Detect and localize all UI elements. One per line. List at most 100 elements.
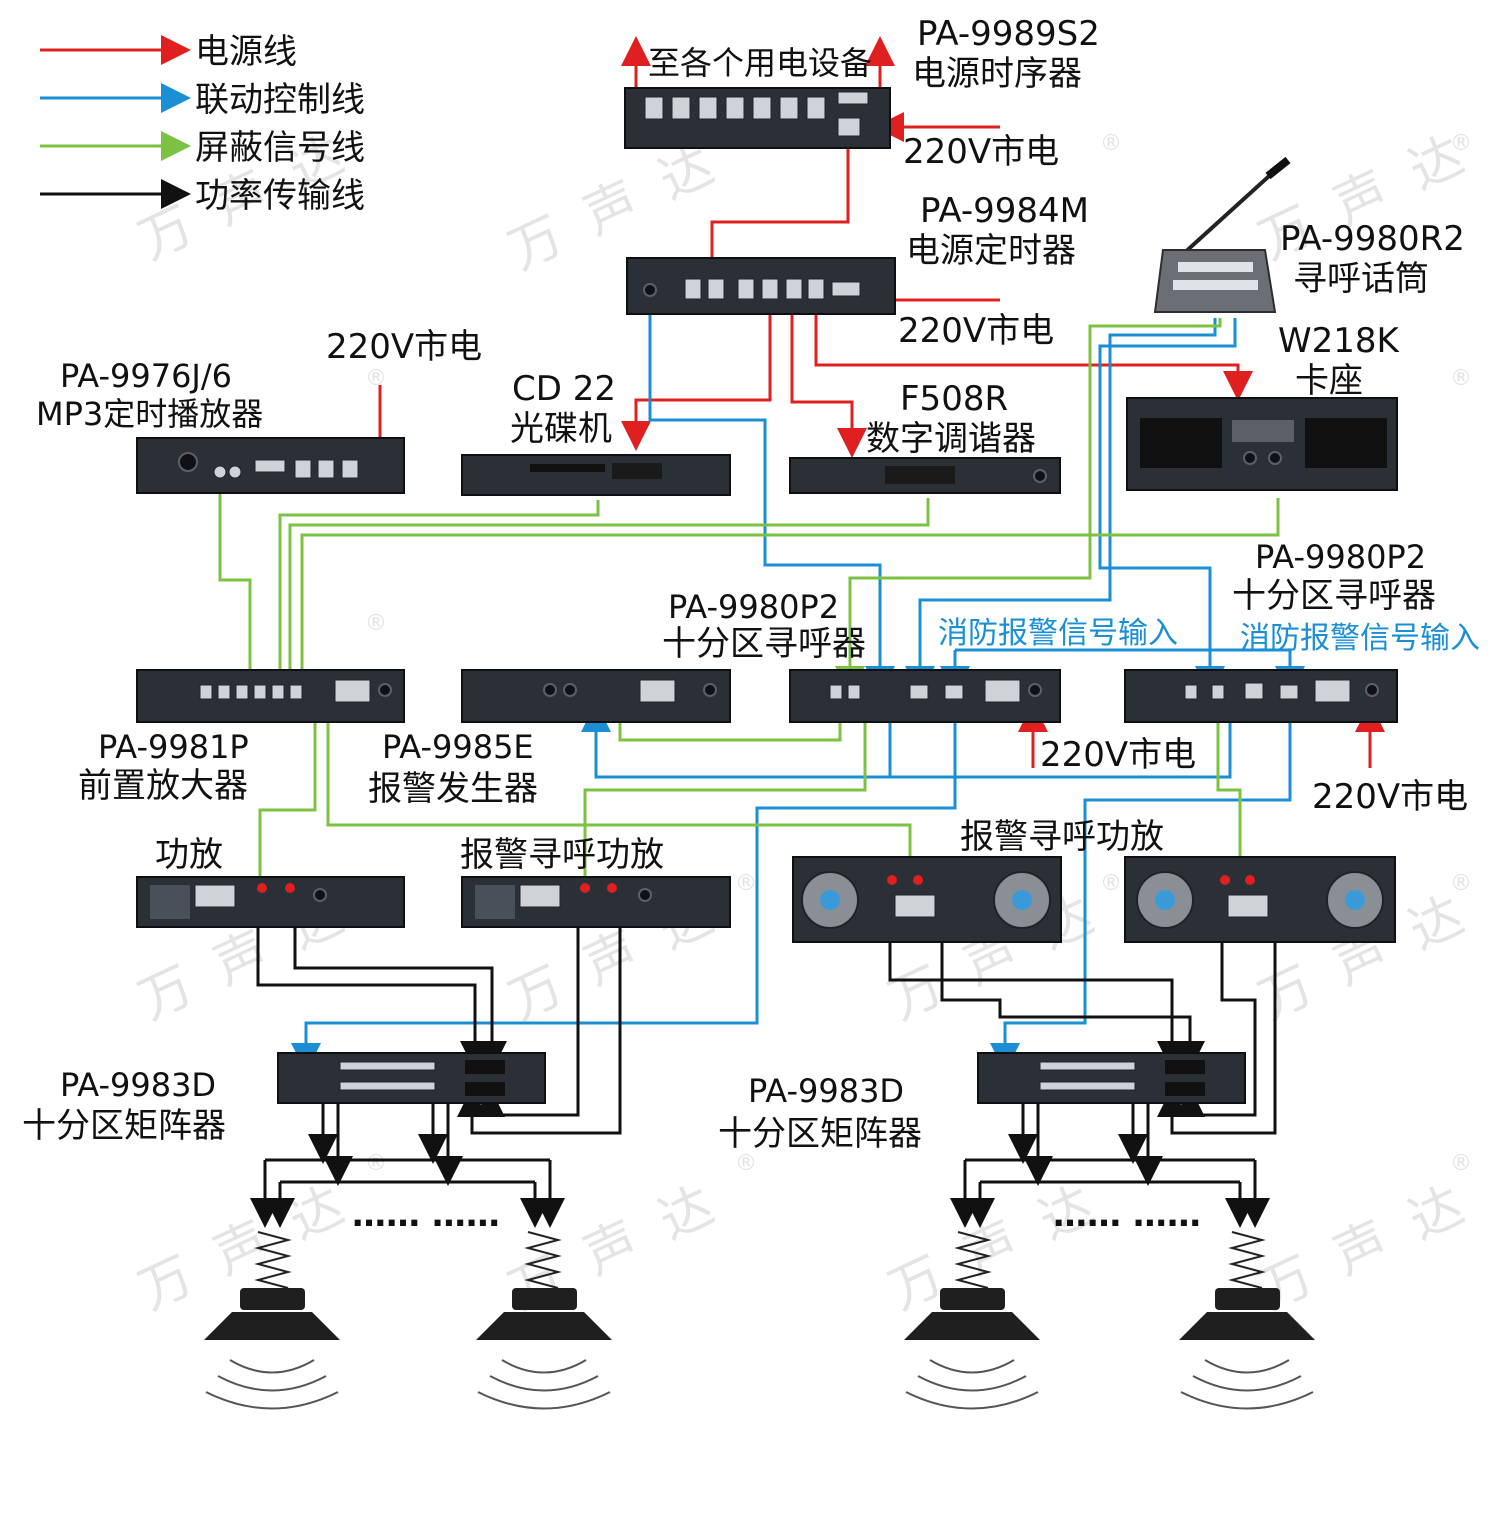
wire-signal <box>287 498 1280 701</box>
speaker <box>476 1231 612 1410</box>
outlet <box>707 278 725 300</box>
speaker-spring <box>254 1231 292 1289</box>
wire-control <box>1098 318 1237 696</box>
watermark-reg: ® <box>1450 131 1472 156</box>
knob <box>313 888 327 902</box>
display <box>612 463 662 479</box>
speaker-cap <box>1215 1288 1280 1310</box>
outlet <box>807 278 825 300</box>
legend-label-control: 联动控制线 <box>195 80 365 120</box>
outlet <box>806 96 826 120</box>
knob <box>638 888 652 902</box>
speaker-cone <box>476 1312 612 1340</box>
disc-tray <box>530 464 605 472</box>
cd-name: 光碟机 <box>510 409 612 449</box>
input-block <box>465 1082 505 1096</box>
speaker-terminal <box>580 883 590 893</box>
wire-signal <box>835 318 1222 696</box>
input-jack <box>1211 684 1225 700</box>
wire-power <box>790 300 867 458</box>
input-jack <box>847 684 861 700</box>
input-jack <box>217 684 231 700</box>
outlet <box>779 96 799 120</box>
ellipsis-left: …… …… <box>352 1195 500 1235</box>
label-plate <box>984 679 1021 703</box>
device-matrix-left <box>277 1052 546 1104</box>
mic-head <box>1265 156 1291 180</box>
matrix-right-model: PA-9983D <box>748 1072 904 1110</box>
matrix-right-name: 十分区矩阵器 <box>718 1114 922 1154</box>
sound-wave-icon <box>501 1359 587 1374</box>
speaker-terminal <box>913 875 923 885</box>
outlet <box>785 278 803 300</box>
speaker <box>904 1231 1040 1410</box>
watermark-char: 达 <box>650 1175 722 1251</box>
control-port <box>944 684 964 700</box>
terminal-strip <box>339 1081 436 1091</box>
wire-control <box>291 712 957 1073</box>
power-inlet <box>837 117 861 137</box>
speaker-terminal <box>257 883 267 893</box>
label-plate <box>894 894 936 918</box>
alarm-gen-model: PA-9985E <box>382 728 534 766</box>
input-jack <box>289 684 303 700</box>
watermark-char: 万 <box>130 955 202 1031</box>
label-plate <box>1314 679 1351 703</box>
outlet <box>698 96 718 120</box>
tuner-model: F508R <box>900 379 1008 419</box>
fan-hub <box>1345 890 1365 910</box>
heatsink <box>475 885 515 919</box>
watermark-reg: ® <box>1450 871 1472 896</box>
speaker-terminal <box>607 883 617 893</box>
outlet <box>684 278 702 300</box>
wire-transmission <box>1157 905 1277 1135</box>
watermark-char: 万 <box>500 1245 572 1321</box>
wire-signal <box>570 712 867 916</box>
sound-wave-icon <box>929 1359 1015 1374</box>
outlet <box>341 459 359 479</box>
watermark-char: 万 <box>500 205 572 281</box>
pager-left-name: 十分区寻呼器 <box>662 624 866 664</box>
speaker-spring <box>954 1231 992 1289</box>
matrix-left-model: PA-9983D <box>60 1066 216 1104</box>
terminal-strip <box>1039 1081 1136 1091</box>
speaker-cap <box>512 1288 577 1310</box>
mains-label: 220V市电 <box>1040 735 1196 775</box>
timer-name: 电源定时器 <box>906 231 1076 271</box>
watermark-char: 声 <box>575 1210 647 1286</box>
heatsink <box>150 885 190 919</box>
device-pager-right <box>1124 669 1398 723</box>
sound-wave-icon <box>917 1375 1027 1392</box>
speaker-cone <box>204 1312 340 1340</box>
wire-power <box>621 300 772 451</box>
tape-door <box>1305 418 1387 468</box>
speaker-cap <box>240 1288 305 1310</box>
wire-control <box>581 702 892 779</box>
knob <box>1365 683 1379 697</box>
speaker-terminal <box>285 883 295 893</box>
watermark-char: 声 <box>1325 1210 1397 1286</box>
xlr-jack <box>178 452 198 472</box>
input-jack <box>829 684 843 700</box>
legend-label-signal: 屏蔽信号线 <box>195 128 365 168</box>
input-jack <box>271 684 285 700</box>
device-alarm-amp-right-a <box>792 856 1062 943</box>
label-plate <box>334 679 371 703</box>
alarm-gen-name: 报警发生器 <box>368 769 538 809</box>
watermark-reg: ® <box>1100 131 1122 156</box>
knob <box>1268 451 1282 465</box>
label-plate <box>831 281 861 297</box>
device-cassette-deck <box>1126 397 1398 491</box>
jack <box>563 683 577 697</box>
wire-transmission <box>293 905 507 1071</box>
mic-name: 寻呼话筒 <box>1293 259 1429 299</box>
watermark-char: 声 <box>205 1210 277 1286</box>
speaker-cap <box>940 1288 1005 1310</box>
watermark-char: 达 <box>1400 885 1472 961</box>
sound-wave-icon <box>1204 1359 1290 1374</box>
pager-left-fire-input: 消防报警信号输入 <box>938 616 1178 651</box>
display <box>885 466 955 484</box>
rca-jack <box>228 465 242 479</box>
cd-model: CD 22 <box>512 369 616 409</box>
alarm-amp-right-name: 报警寻呼功放 <box>960 817 1164 857</box>
